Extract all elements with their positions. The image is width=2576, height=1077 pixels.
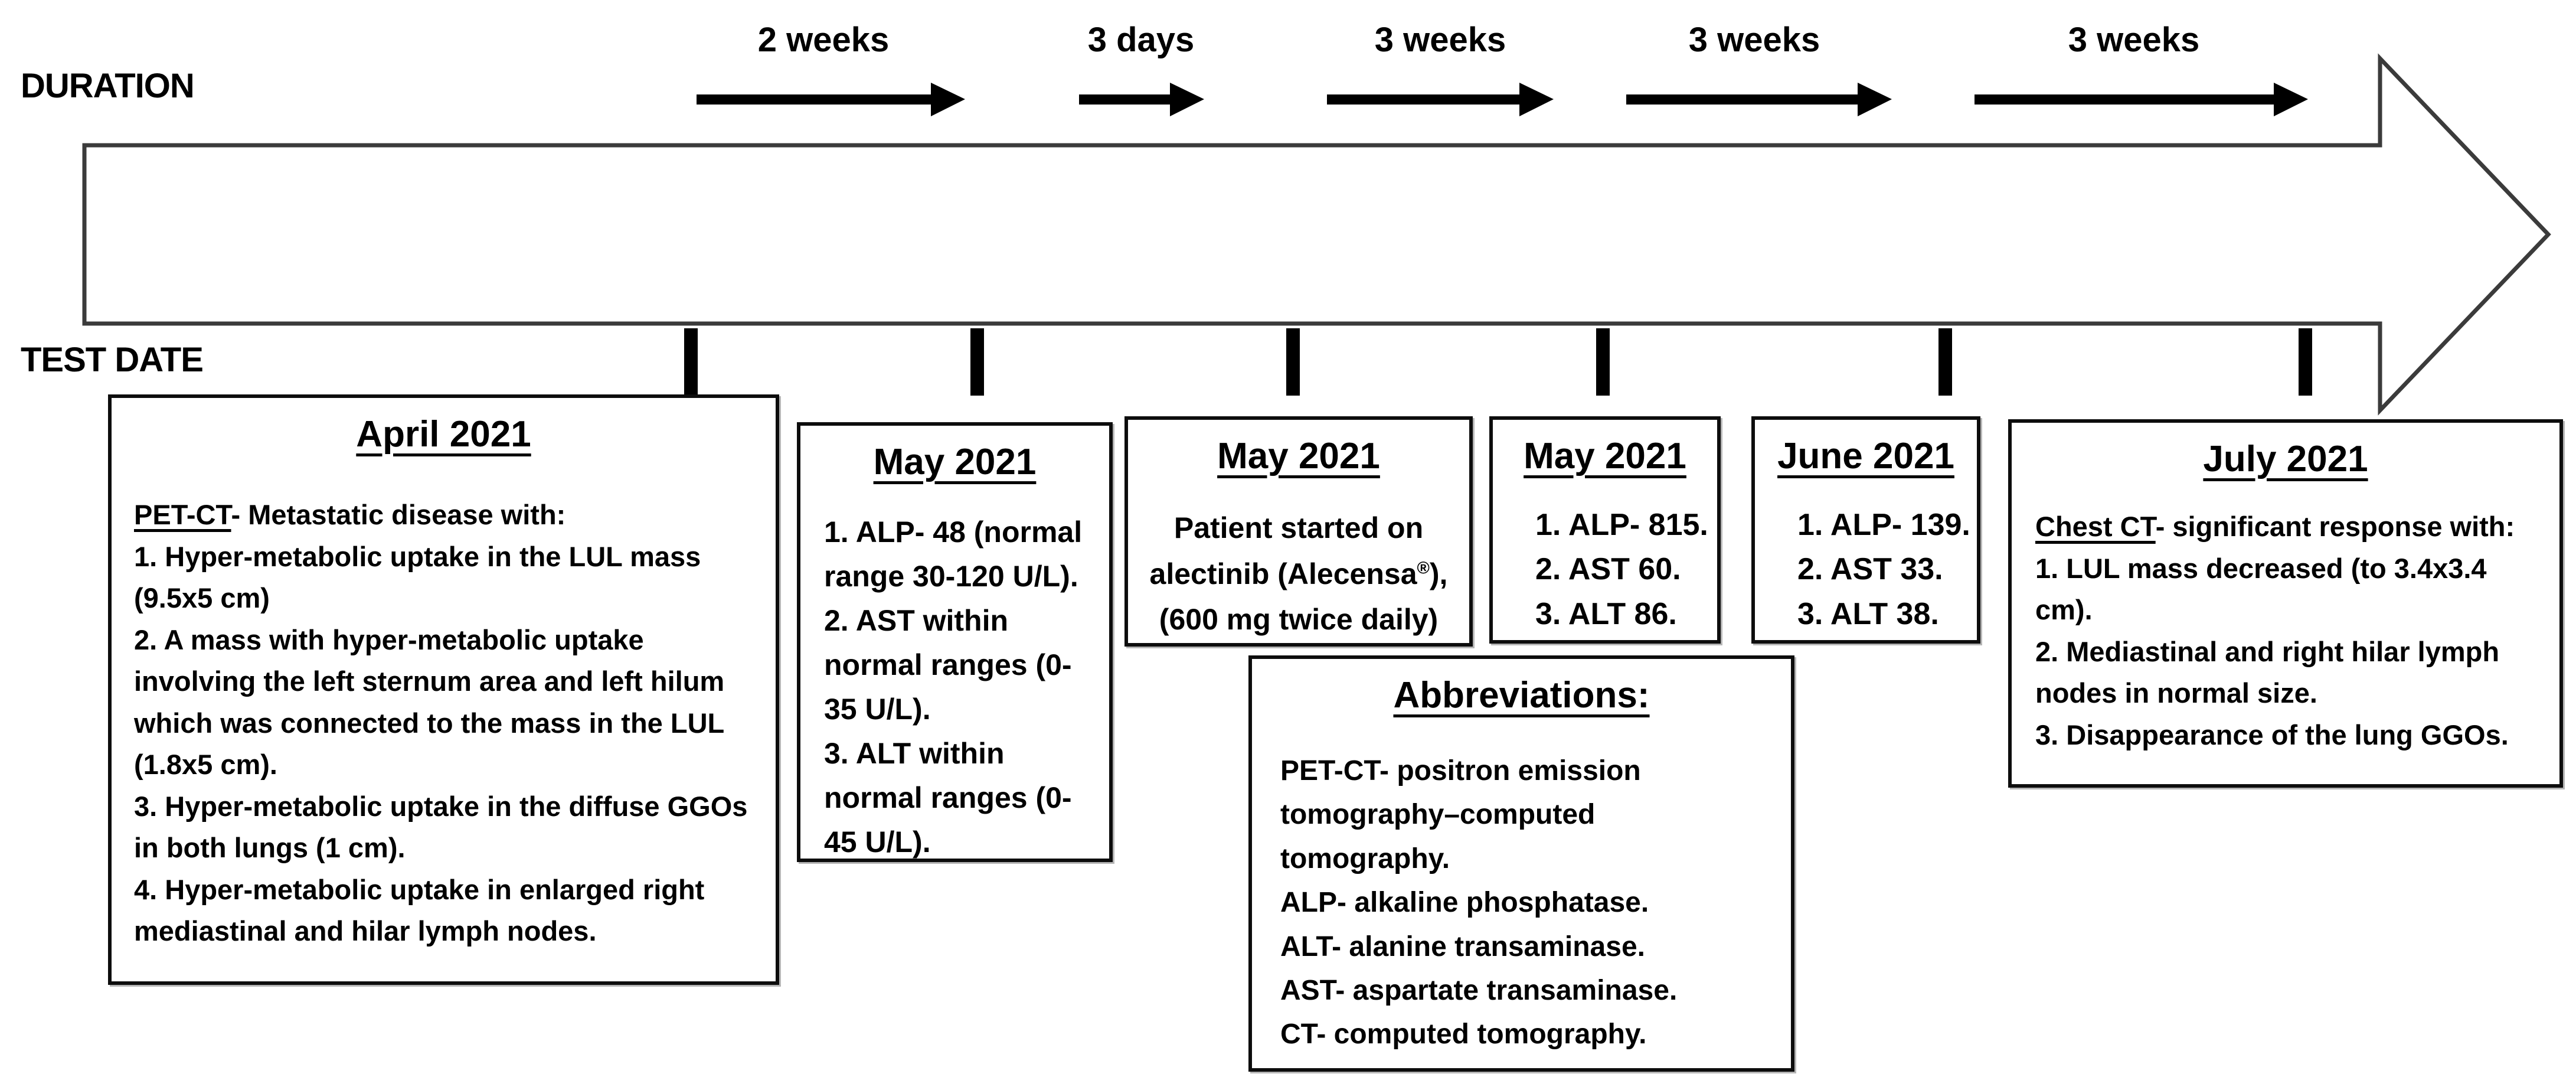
finding-item: 1. LUL mass decreased (to 3.4x3.4 cm). [2035, 552, 2487, 626]
box-title: June 2021 [1777, 436, 1954, 477]
treatment-text: Patient started on alectinib (Alecensa [1149, 511, 1424, 590]
event-box-may-2021-treatment: May 2021 Patient started on alectinib (A… [1124, 416, 1473, 647]
event-box-april-2021: April 2021 PET-CT- Metastatic disease wi… [108, 394, 779, 985]
box-title: May 2021 [873, 442, 1037, 482]
duration-arrow [1626, 83, 1892, 116]
test-date-tick [1286, 328, 1300, 396]
lead-rest: - significant response with: [2155, 511, 2515, 542]
lead-line: Chest CT- significant response with: [2035, 506, 2536, 548]
duration-arrow [1327, 83, 1554, 116]
box-body: Patient started on alectinib (Alecensa®)… [1128, 505, 1469, 643]
box-body: 1. ALP- 139. 2. AST 33. 3. ALT 38. [1755, 503, 1977, 637]
test-date-tick [2299, 328, 2312, 396]
abbreviations-box: Abbreviations: PET-CT- positron emission… [1248, 655, 1794, 1072]
abbreviation-item: ALT- alanine transaminase. [1280, 931, 1645, 962]
lab-item: 1. ALP- 815. [1535, 508, 1708, 542]
duration-row-label: DURATION [21, 67, 195, 105]
lab-item: 3. ALT 38. [1797, 596, 1939, 631]
registered-mark: ® [1417, 558, 1430, 577]
box-body: 1. ALP- 48 (normal range 30-120 U/L). 2.… [800, 510, 1109, 864]
event-box-july-2021: July 2021 Chest CT- significant response… [2008, 419, 2563, 788]
box-title: April 2021 [356, 414, 531, 455]
duration-label: 3 weeks [1374, 21, 1506, 59]
duration-arrow [1079, 83, 1204, 116]
lead-underlined: Chest CT [2035, 511, 2156, 542]
finding-item: 1. Hyper-metabolic uptake in the LUL mas… [134, 540, 701, 614]
finding-item: 3. Disappearance of the lung GGOs. [2035, 719, 2509, 750]
lead-rest: - Metastatic disease with: [231, 499, 566, 530]
abbreviation-item: CT- computed tomography. [1280, 1019, 1647, 1050]
event-box-june-2021-labs: June 2021 1. ALP- 139. 2. AST 33. 3. ALT… [1751, 416, 1980, 644]
box-body: PET-CT- positron emission tomography–com… [1252, 749, 1791, 1057]
timeline-arrow [82, 53, 2551, 416]
abbreviation-item: PET-CT- positron emission tomography–com… [1280, 755, 1641, 874]
duration-label: 2 weeks [757, 21, 890, 59]
lead-underlined: PET-CT [134, 499, 231, 530]
lab-item: 2. AST 60. [1535, 552, 1681, 587]
test-date-tick [1938, 328, 1952, 396]
test-date-tick [1596, 328, 1610, 396]
lead-line: PET-CT- Metastatic disease with: [134, 494, 753, 536]
test-date-tick [970, 328, 984, 396]
event-box-may-2021-labs-2: May 2021 1. ALP- 815. 2. AST 60. 3. ALT … [1489, 416, 1721, 644]
finding-item: 3. Hyper-metabolic uptake in the diffuse… [134, 790, 748, 864]
lab-item: 2. AST 33. [1797, 552, 1943, 587]
test-date-row-label: TEST DATE [21, 341, 204, 379]
duration-arrow [1975, 83, 2308, 116]
lab-item: 3. ALT within normal ranges (0-45 U/L). [824, 737, 1072, 859]
lab-item: 1. ALP- 139. [1797, 508, 1970, 542]
finding-item: 4. Hyper-metabolic uptake in enlarged ri… [134, 873, 705, 947]
abbreviation-item: ALP- alkaline phosphatase. [1280, 887, 1649, 919]
box-title: May 2021 [1524, 436, 1686, 477]
duration-label: 3 weeks [1688, 21, 1820, 59]
duration-label: 3 weeks [2068, 21, 2200, 59]
box-body: Chest CT- significant response with: 1. … [2012, 506, 2559, 756]
treatment-note: Patient started on alectinib (Alecensa®)… [1145, 505, 1453, 643]
duration-label: 3 days [1087, 21, 1195, 59]
event-box-may-2021-labs-1: May 2021 1. ALP- 48 (normal range 30-120… [797, 422, 1113, 862]
box-body: 1. ALP- 815. 2. AST 60. 3. ALT 86. [1493, 503, 1717, 637]
test-date-tick [684, 328, 698, 396]
box-body: PET-CT- Metastatic disease with: 1. Hype… [112, 494, 776, 952]
lab-item: 2. AST within normal ranges (0-35 U/L). [824, 604, 1072, 726]
test-date-ticks [684, 328, 2312, 396]
finding-item: 2. Mediastinal and right hilar lymph nod… [2035, 635, 2500, 709]
treatment-text: ), (600 mg twice daily) [1159, 557, 1448, 637]
lab-item: 3. ALT 86. [1535, 596, 1677, 631]
lab-item: 1. ALP- 48 (normal range 30-120 U/L). [824, 515, 1083, 593]
box-title: Abbreviations: [1393, 675, 1650, 716]
finding-item: 2. A mass with hyper-metabolic uptake in… [134, 624, 725, 781]
abbreviation-item: AST- aspartate transaminase. [1280, 974, 1678, 1006]
box-title: July 2021 [2203, 439, 2368, 479]
box-title: May 2021 [1217, 436, 1380, 477]
duration-arrow [697, 83, 965, 116]
